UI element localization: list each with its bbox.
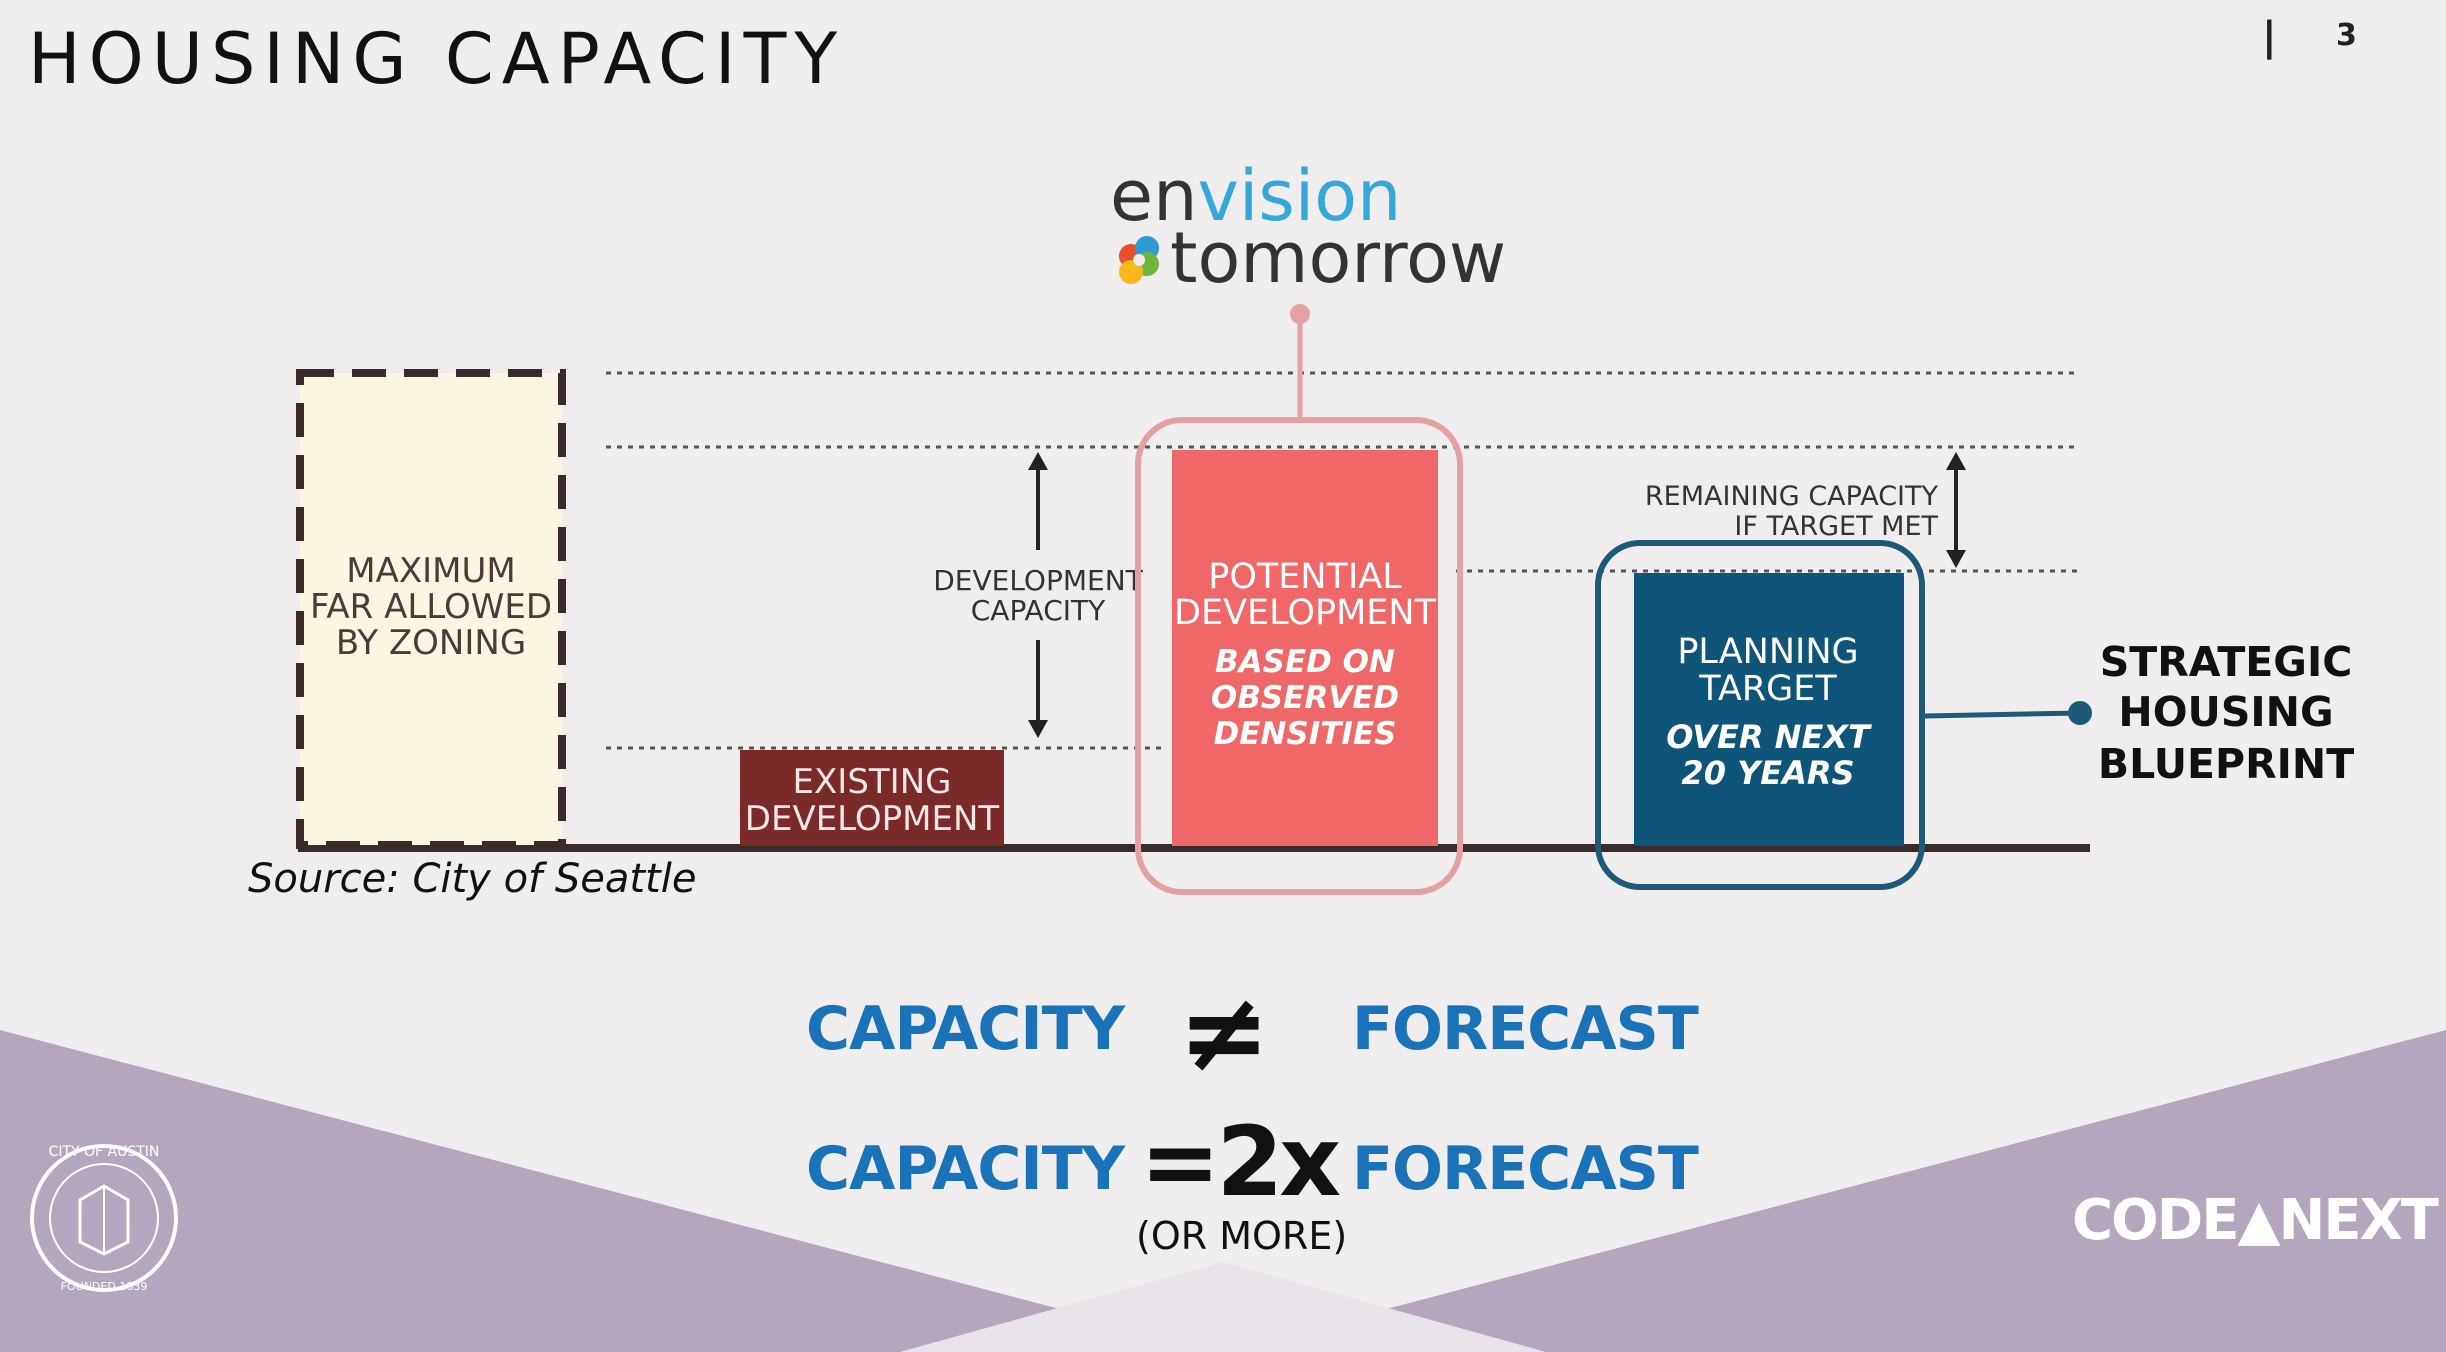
existing-label-1: EXISTING — [793, 762, 952, 802]
city-of-austin-seal — [30, 1144, 178, 1292]
dev-capacity-label-2: CAPACITY — [971, 594, 1106, 627]
planning-target-bar — [1634, 573, 1904, 846]
development-capacity-arrow — [1028, 452, 1048, 738]
planning-sub-2: 20 YEARS — [1681, 754, 1854, 792]
blueprint-label-1: STRATEGIC — [2100, 638, 2353, 686]
logo-pointer-dot — [1290, 304, 1310, 324]
potential-sub-2: OBSERVED — [1211, 680, 1399, 716]
potential-highlight-border — [1135, 417, 1463, 895]
blueprint-connector — [1924, 710, 2081, 719]
seal-text: CITY OF AUSTIN — [49, 1144, 160, 1160]
potential-development-bar — [1172, 450, 1438, 846]
potential-sub-3: DENSITIES — [1214, 716, 1397, 752]
band-right — [1223, 1030, 2446, 1352]
planning-sub-1: OVER NEXT — [1666, 718, 1872, 756]
seal-founded: FOUNDED 1839 — [61, 1280, 148, 1293]
eq1-right: FORECAST — [1352, 994, 1699, 1064]
potential-sub-1: BASED ON — [1215, 644, 1395, 680]
remaining-label-2: IF TARGET MET — [1734, 511, 1938, 542]
remaining-label-1: REMAINING CAPACITY — [1645, 481, 1939, 512]
eq1-left: CAPACITY — [806, 994, 1125, 1064]
not-equal-sign: ≠ — [1178, 968, 1271, 1096]
eq2-left: CAPACITY — [806, 1134, 1125, 1204]
max-far-label-2: FAR ALLOWED — [310, 587, 552, 627]
planning-label-1: PLANNING — [1677, 632, 1858, 672]
planning-label-2: TARGET — [1698, 669, 1837, 709]
band-center-highlight — [900, 1262, 1546, 1352]
equals-2x: =2x — [1140, 1106, 1341, 1218]
blueprint-label-2: HOUSING — [2118, 688, 2333, 736]
svg-text:envision: envision — [1110, 155, 1401, 237]
logo-accent: vision — [1197, 155, 1401, 237]
potential-label-1: POTENTIAL — [1208, 557, 1402, 597]
existing-label-2: DEVELOPMENT — [745, 799, 1000, 839]
remaining-capacity-arrow — [1946, 452, 1966, 568]
blueprint-connector-dot — [2068, 701, 2092, 725]
band-left — [0, 1030, 1223, 1352]
or-more-note: (OR MORE) — [1136, 1214, 1348, 1258]
pinwheel-icon — [1119, 236, 1159, 284]
dev-capacity-label-1: DEVELOPMENT — [933, 564, 1143, 597]
eq2-right: FORECAST — [1352, 1134, 1699, 1204]
logo-tomorrow: tomorrow — [1170, 217, 1506, 299]
existing-development-bar — [740, 750, 1004, 846]
envision-tomorrow-logo: envision tomorrow — [1110, 155, 1506, 299]
source-caption: Source: City of Seattle — [248, 856, 697, 902]
logo-prefix: en — [1110, 155, 1197, 237]
page-separator: | — [2262, 14, 2277, 60]
blueprint-label-3: BLUEPRINT — [2098, 740, 2354, 788]
page-number: 3 — [2336, 18, 2357, 53]
max-far-box — [296, 369, 566, 849]
page-title: HOUSING CAPACITY — [28, 18, 846, 100]
codenext-logo: CODE▲NEXT — [2072, 1188, 2439, 1253]
planning-highlight-border — [1595, 540, 1925, 890]
max-far-label-3: BY ZONING — [336, 623, 526, 663]
max-far-label-1: MAXIMUM — [346, 551, 515, 591]
potential-label-2: DEVELOPMENT — [1174, 593, 1437, 633]
